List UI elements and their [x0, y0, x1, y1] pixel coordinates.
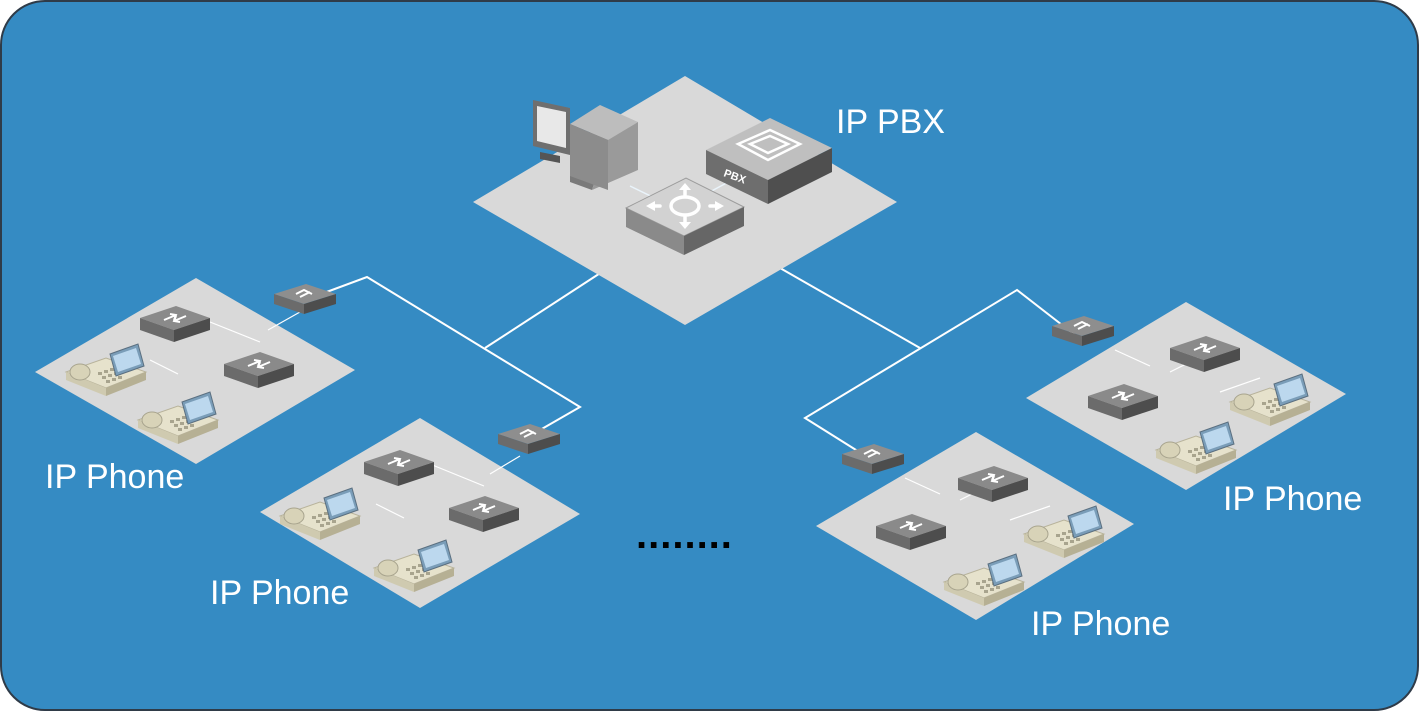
phone-platform [260, 418, 580, 608]
phone-group-1: IP Phone [35, 278, 355, 496]
pbx-label: IP PBX [836, 103, 945, 141]
more-sites-ellipsis: ........ [636, 513, 733, 557]
phone-group-3: IP Phone [816, 432, 1170, 643]
phone-group-label: IP Phone [1031, 605, 1170, 643]
phone-platform [816, 432, 1134, 620]
phone-platform [1026, 302, 1346, 490]
phone-platform [35, 278, 355, 464]
network-links [304, 267, 1076, 461]
phone-group-label: IP Phone [210, 574, 349, 612]
server-computer-icon [533, 100, 638, 190]
phone-group-4: IP Phone [1026, 302, 1362, 518]
phone-group-label: IP Phone [45, 458, 184, 496]
pbx-device-icon: PBX [706, 118, 832, 204]
pbx-site: PBX IP PBX [473, 76, 945, 325]
core-router-icon [624, 177, 746, 255]
phone-group-label: IP Phone [1223, 480, 1362, 518]
phone-group-2: IP Phone [210, 418, 580, 612]
